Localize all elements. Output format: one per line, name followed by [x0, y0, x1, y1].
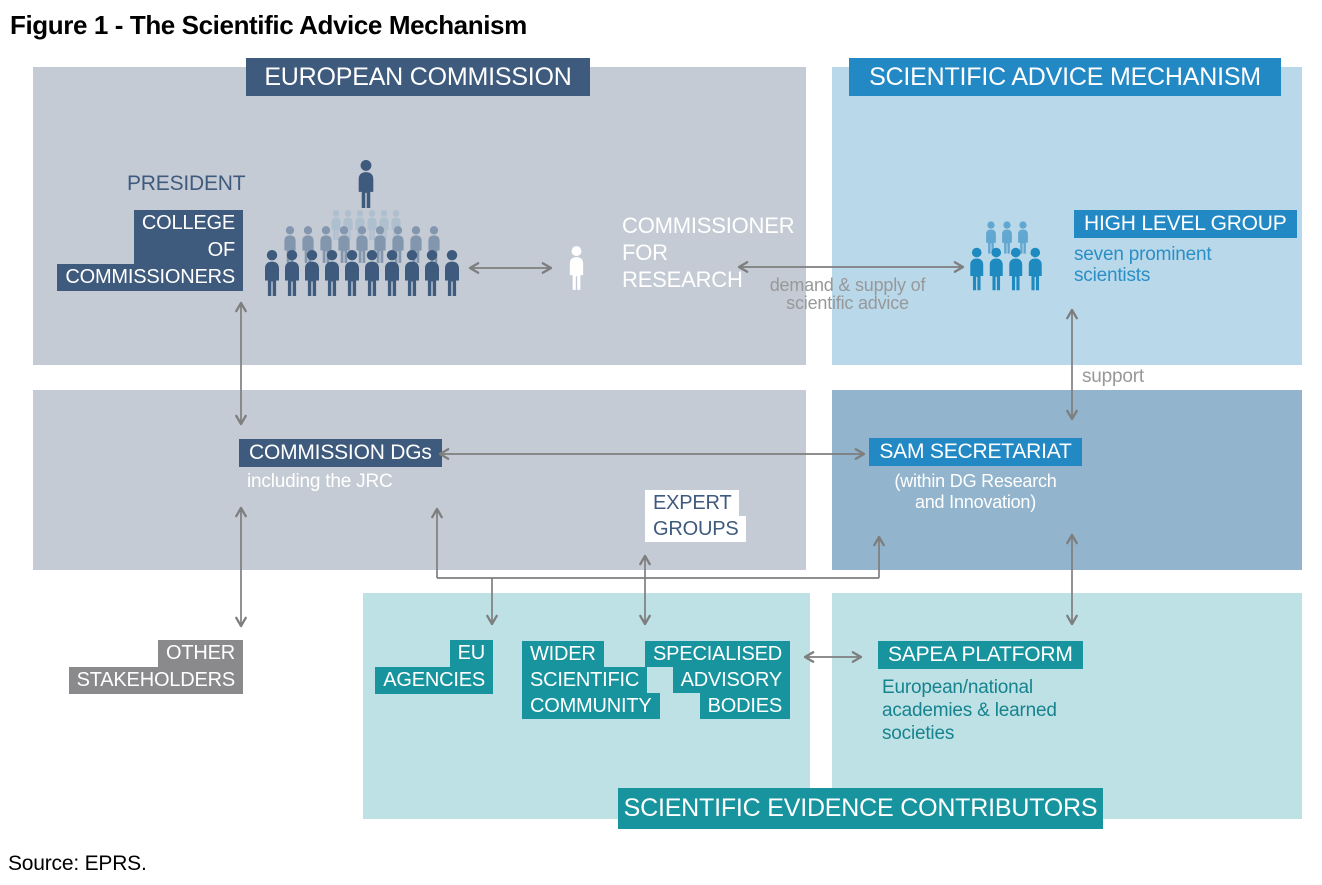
european-commission-header: EUROPEAN COMMISSION [246, 58, 590, 96]
evidence-contributors-right-panel [832, 593, 1302, 819]
figure-title: Figure 1 - The Scientific Advice Mechani… [10, 10, 527, 40]
college-of-commissioners-label: COLLEGE OF COMMISSIONERS [57, 210, 243, 291]
specialised-advisory-bodies-label: SPECIALISED ADVISORY BODIES [645, 641, 790, 719]
demand-supply-label: demand & supply of scientific advice [769, 275, 926, 313]
support-label: support [1082, 366, 1144, 387]
source-note: Source: EPRS. [8, 852, 147, 875]
commission-dgs-label: COMMISSION DGs [239, 439, 442, 467]
expert-groups-label: EXPERT GROUPS [645, 490, 747, 542]
sam-secretariat-label: SAM SECRETARIAT [869, 438, 1082, 466]
wider-scientific-community-label: WIDER SCIENTIFIC COMMUNITY [522, 641, 660, 719]
eu-agencies-label: EU AGENCIES [375, 640, 493, 694]
high-level-group-sublabel: seven prominent scientists [1074, 244, 1212, 286]
other-stakeholders-label: OTHER STAKEHOLDERS [68, 640, 243, 694]
sam-secretariat-sublabel: (within DG Research and Innovation) [894, 471, 1057, 512]
college-line-3: COMMISSIONERS [57, 264, 243, 291]
college-line-1: COLLEGE [141, 212, 235, 234]
sapea-platform-label: SAPEA PLATFORM [878, 641, 1083, 669]
president-label: PRESIDENT [127, 172, 246, 195]
commission-dgs-sublabel: including the JRC [247, 471, 393, 492]
commissioner-for-research-label: COMMISSIONER FOR RESEARCH [622, 213, 795, 292]
scientific-evidence-contributors-header: SCIENTIFIC EVIDENCE CONTRIBUTORS [618, 788, 1103, 829]
college-line-2: OF [207, 239, 236, 261]
high-level-group-label: HIGH LEVEL GROUP [1074, 210, 1297, 238]
scientific-advice-mechanism-header: SCIENTIFIC ADVICE MECHANISM [849, 58, 1281, 96]
sapea-platform-sublabel: European/national academies & learned so… [882, 677, 1057, 744]
